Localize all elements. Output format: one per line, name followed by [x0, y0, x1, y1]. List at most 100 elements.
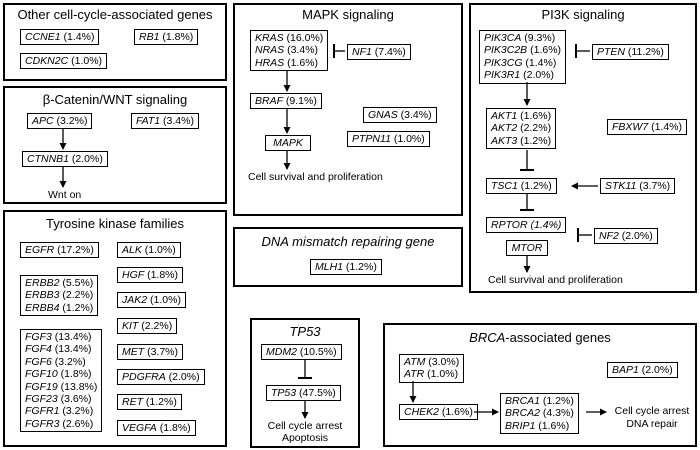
panel-brca	[383, 323, 697, 447]
panel-title-tyrosine-kinase: Tyrosine kinase families	[46, 216, 184, 231]
gene-name: ERBB3	[25, 289, 60, 302]
gene-name: AKT1	[491, 110, 518, 122]
gene-name: ALK	[122, 244, 142, 256]
gene-name: BRCA2	[505, 407, 541, 420]
gene-name: PIK3CA	[484, 32, 522, 44]
gene-box-brca-group: BRCA1 (1.2%) BRCA2 (4.3%) BRIP1 (1.6%)	[500, 393, 579, 435]
gene-pct: (10.5%)	[296, 346, 337, 358]
gene-name: ATR	[404, 368, 425, 381]
gene-box-fgf-group: FGF3 (13.4%) FGF4 (13.4%) FGF6 (3.2%) FG…	[20, 329, 103, 433]
gene-box-erbb-group: ERBB2 (5.5%) ERBB3 (2.2%) ERBB4 (1.2%)	[20, 275, 99, 317]
gene-name: RET	[122, 396, 143, 408]
gene-name: MAPK	[273, 137, 303, 149]
gene-pct: (1.6%)	[284, 56, 319, 69]
gene-name: EGFR	[25, 244, 55, 256]
gene-name: NRAS	[255, 44, 285, 57]
panel-title-brca: BRCA-associated genes	[383, 330, 697, 345]
gene-name: CCNE1	[25, 31, 61, 43]
gene-name: HRAS	[255, 56, 285, 69]
gene-box-nf1: NF1 (7.4%)	[347, 44, 411, 61]
gene-pct: (13.4%)	[51, 331, 92, 343]
gene-pct: (1.6%)	[517, 110, 552, 122]
gene-box-stk11: STK11 (3.7%)	[600, 178, 676, 195]
gene-box-cdkn2c: CDKN2C (1.0%)	[20, 53, 108, 70]
panel-dna-mismatch	[233, 227, 463, 287]
gene-name: STK11	[605, 180, 637, 192]
gene-box-mdm2: MDM2 (10.5%)	[261, 344, 342, 361]
gene-pct: (2.0%)	[618, 230, 653, 242]
gene-box-akt-group: AKT1 (1.6%) AKT2 (2.2%) AKT3 (1.2%)	[486, 108, 557, 150]
tp53-outcome-arrest: Cell cycle arrest	[267, 420, 343, 432]
gene-box-rb1: RB1 (1.8%)	[134, 29, 199, 46]
panel-title-pi3k: PI3K signaling	[541, 7, 625, 22]
gene-pct: (2.6%)	[59, 417, 94, 430]
wnt-outcome: Wnt on	[48, 189, 82, 201]
panel-title-other-cell-cycle: Other cell-cycle-associated genes	[17, 7, 213, 22]
panel-tp53	[250, 318, 360, 448]
gene-box-mlh1: MLH1 (1.2%)	[310, 259, 382, 276]
gene-box-pten: PTEN (11.2%)	[592, 44, 669, 61]
gene-pct: (2.2%)	[59, 289, 94, 302]
gene-pct: (1.2%)	[517, 134, 552, 147]
gene-name: FGF4	[25, 343, 52, 356]
gene-box-fbxw7: FBXW7 (1.4%)	[607, 119, 688, 136]
gene-name: APC	[32, 115, 54, 127]
gene-pct: (1.2%)	[59, 301, 94, 314]
gene-name: CHEK2	[404, 406, 440, 418]
gene-pct: (1.8%)	[57, 368, 92, 381]
gene-pct: (2.0%)	[165, 371, 200, 383]
gene-box-ras-group: KRAS (16.0%) NRAS (3.4%) HRAS (1.6%)	[250, 30, 329, 72]
gene-name: PTPN11	[352, 133, 391, 145]
gene-pct: (1.8%)	[156, 422, 191, 434]
gene-name: JAK2	[122, 294, 148, 306]
brca-outcome-arrest: Cell cycle arrest	[614, 405, 690, 417]
gene-pct: (2.0%)	[638, 364, 673, 376]
gene-name: AKT2	[491, 122, 518, 135]
gene-name: KRAS	[255, 32, 284, 44]
gene-pct: (3.2%)	[51, 355, 86, 368]
gene-box-ret: RET (1.2%)	[117, 394, 182, 411]
gene-name: PDGFRA	[122, 371, 166, 383]
gene-pct: (9.1%)	[283, 95, 317, 107]
panel-pi3k	[469, 3, 697, 293]
gene-pct: (2.0%)	[520, 69, 555, 82]
panel-mapk	[233, 3, 463, 216]
gene-pct: (1.2%)	[517, 180, 552, 192]
panel-title-dna-mismatch: DNA mismatch repairing gene	[261, 234, 435, 249]
tp53-outcome-apoptosis: Apoptosis	[281, 432, 329, 444]
gene-name: PIK3CG	[484, 56, 523, 69]
gene-name: FGFR3	[25, 417, 60, 430]
gene-name: TP53	[271, 387, 297, 399]
gene-pct: (1.4%)	[522, 56, 557, 69]
gene-name: AKT3	[491, 134, 518, 147]
brca-title-rest: -associated genes	[505, 330, 611, 345]
gene-name: VEGFA	[122, 422, 157, 434]
gene-pct: (3.6%)	[57, 393, 92, 406]
gene-pct: (13.4%)	[51, 343, 92, 356]
gene-pct: (3.4%)	[397, 109, 432, 121]
gene-pct: (1.4%)	[60, 31, 95, 43]
panel-title-wnt: β-Catenin/WNT signaling	[42, 92, 188, 107]
gene-name: KIT	[122, 320, 139, 332]
gene-name: ATM	[404, 356, 426, 368]
gene-box-ctnnb1: CTNNB1 (2.0%)	[22, 151, 108, 168]
gene-pct: (1.8%)	[144, 269, 179, 281]
gene-box-mapk: MAPK	[265, 135, 311, 152]
gene-pct: (1.0%)	[68, 55, 103, 67]
gene-name: HGF	[122, 269, 145, 281]
gene-name: RPTOR	[491, 219, 528, 231]
gene-name: MTOR	[511, 242, 543, 254]
gene-box-egfr: EGFR (17.2%)	[20, 242, 99, 259]
gene-name: FGF10	[25, 368, 58, 381]
gene-pct: (1.4%)	[648, 121, 683, 133]
gene-pct: (1.0%)	[424, 368, 459, 381]
gene-pct: (3.7%)	[144, 346, 179, 358]
panel-tyrosine-kinase	[3, 210, 227, 447]
gene-pct: (17.2%)	[54, 244, 94, 256]
gene-pct: (3.7%)	[636, 180, 671, 192]
gene-pct: (4.3%)	[540, 407, 574, 420]
gene-name: FGF3	[25, 331, 52, 343]
gene-box-fat1: FAT1 (3.4%)	[131, 113, 199, 130]
